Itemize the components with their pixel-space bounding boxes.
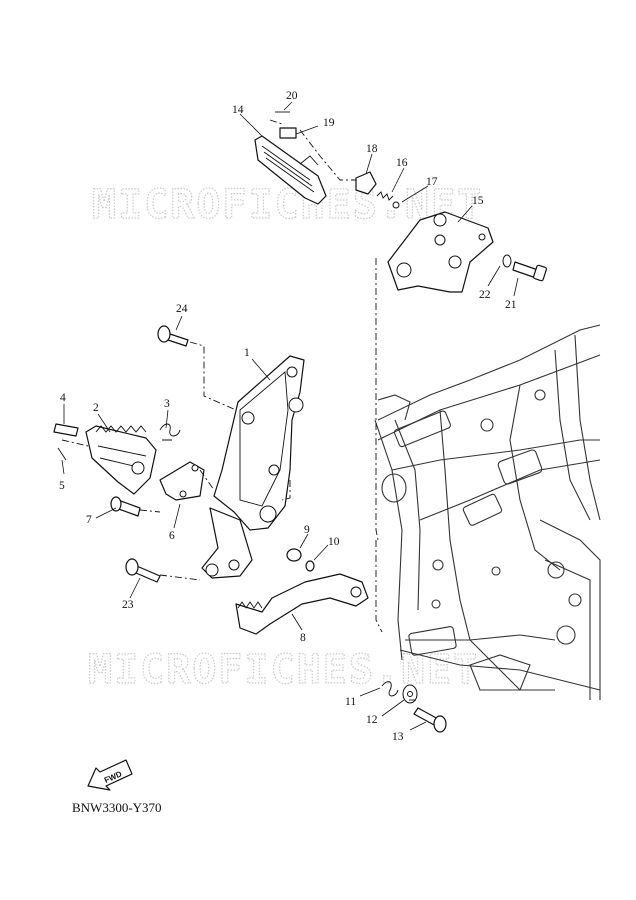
part-10-seal xyxy=(305,560,315,572)
callout-6: 6 xyxy=(169,530,175,542)
callout-1: 1 xyxy=(244,347,250,359)
callout-13: 13 xyxy=(392,731,404,743)
part-9-bushing xyxy=(286,548,302,562)
callout-20: 20 xyxy=(286,90,298,102)
callout-21: 21 xyxy=(505,299,517,311)
part-5-cotter-pin xyxy=(57,447,67,461)
callout-8: 8 xyxy=(300,632,306,644)
part-4-pin xyxy=(53,423,79,437)
callout-14: 14 xyxy=(232,104,244,116)
part-18-detent xyxy=(355,171,377,195)
callout-18: 18 xyxy=(366,143,378,155)
callout-22: 22 xyxy=(479,289,491,301)
callout-4: 4 xyxy=(60,392,66,404)
callout-5: 5 xyxy=(59,480,65,492)
diagram-code: BNW3300-Y370 xyxy=(72,800,162,815)
part-16-spring xyxy=(376,191,394,201)
callout-19: 19 xyxy=(323,117,335,129)
callout-7: 7 xyxy=(86,514,92,526)
motorcycle-frame xyxy=(374,324,601,700)
part-1-footrest-bracket xyxy=(201,355,305,579)
leader-lines xyxy=(61,101,519,731)
callout-23: 23 xyxy=(122,599,134,611)
callout-numbers: 1 2 3 4 5 6 7 8 9 10 11 12 13 14 15 16 1… xyxy=(59,90,517,743)
callout-16: 16 xyxy=(396,157,408,169)
part-15-rear-bracket xyxy=(387,211,494,293)
callout-2: 2 xyxy=(93,402,99,414)
callout-24: 24 xyxy=(176,303,188,315)
callout-10: 10 xyxy=(328,536,340,548)
watermark-top: MICROFICHES.NET xyxy=(92,182,483,228)
callout-3: 3 xyxy=(164,398,170,410)
part-19-pin xyxy=(279,127,297,139)
callout-12: 12 xyxy=(366,714,378,726)
part-8-brake-pedal xyxy=(235,573,369,635)
part-14-rear-footpeg xyxy=(254,135,327,205)
callout-17: 17 xyxy=(426,176,438,188)
part-17-ball xyxy=(392,201,400,209)
part-22-washer xyxy=(502,254,512,268)
callout-15: 15 xyxy=(472,195,484,207)
assembly-lines xyxy=(61,119,416,701)
part-2-front-footpeg xyxy=(85,425,157,495)
callout-9: 9 xyxy=(304,524,310,536)
fwd-arrow-icon: FWD xyxy=(87,759,133,791)
part-6-plate xyxy=(159,461,205,501)
callout-11: 11 xyxy=(345,696,356,708)
part-11-spring xyxy=(381,681,399,697)
part-3-spring xyxy=(159,423,181,441)
